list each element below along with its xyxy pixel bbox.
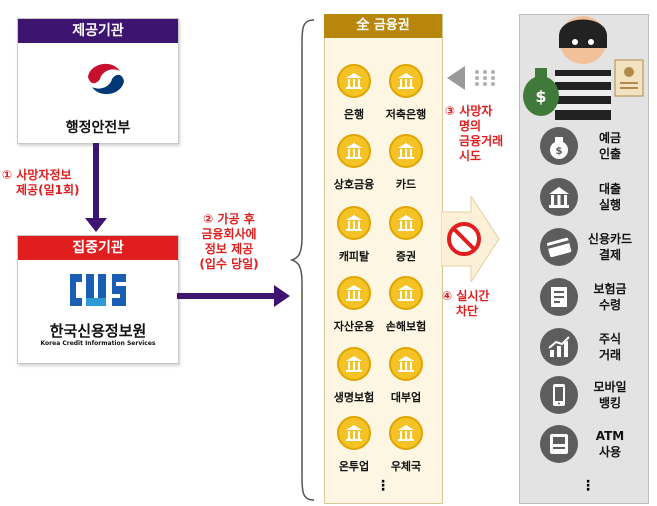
activity-label-line: 뱅킹 [598, 396, 622, 410]
bank-coin-icon [337, 206, 371, 240]
credit-card-icon [540, 228, 578, 266]
bank-coin-icon [337, 416, 371, 450]
institution-label: 자산운용 [333, 320, 375, 333]
arrow-central-to-financial [177, 293, 277, 299]
step3-text: ③ 사망자 명의 금융거래 시도 [445, 104, 503, 164]
step1-text: ① 사망자정보 제공(일1회) [2, 168, 79, 198]
activity-label-line: ATM [595, 429, 625, 443]
activity-label: ATM 사용 [582, 428, 638, 460]
institution-label: 은행 [343, 108, 365, 121]
mobile-banking-icon [540, 376, 578, 414]
atm-icon [540, 425, 578, 463]
activity-label-line: 실행 [598, 198, 622, 212]
svg-text:$: $ [535, 87, 546, 106]
activity-label-line: 주식 [598, 332, 622, 346]
step1-line1: ① 사망자정보 [2, 168, 72, 182]
stock-chart-icon [540, 328, 578, 366]
attempt-arrow-left [447, 66, 495, 90]
step3-line1: ③ 사망자 [445, 104, 493, 118]
brace [290, 19, 315, 501]
activities-more-ellipsis: ⋮ [581, 478, 595, 494]
svg-text:$: $ [556, 146, 563, 157]
bank-coin-icon [389, 347, 423, 381]
thief-icon: $ [523, 16, 644, 120]
financial-more-ellipsis: ⋮ [376, 478, 390, 494]
arrow-provider-to-central [93, 143, 99, 223]
step4-line1: ④ 실시간 [442, 289, 490, 303]
institution-label: 대부업 [390, 391, 422, 404]
central-name: 한국신용정보원 [49, 322, 147, 340]
central-box: 집중기관 한국신용정보원 Korea Credit Information Se… [17, 235, 179, 364]
activity-label-line: 결제 [598, 248, 622, 262]
central-subname: Korea Credit Information Services [40, 340, 156, 347]
step2-line2: 금융회사에 [201, 227, 257, 241]
institution-label: 상호금융 [333, 178, 375, 191]
provider-name: 행정안전부 [65, 120, 131, 136]
bank-coin-icon [337, 347, 371, 381]
provider-header: 제공기관 [18, 19, 178, 43]
institution-label: 생명보험 [333, 391, 375, 404]
activity-label-line: 인출 [598, 147, 622, 161]
bank-coin-icon [337, 276, 371, 310]
bank-coin-icon [337, 64, 371, 98]
bank-coin-icon [389, 416, 423, 450]
prohibit-icon [447, 222, 481, 256]
activity-label-line: 거래 [598, 348, 622, 362]
bank-coin-icon [389, 134, 423, 168]
institution-label: 캐피탈 [338, 250, 370, 263]
institution-label: 저축은행 [385, 108, 427, 121]
activity-label-line: 신용카드 [587, 232, 633, 246]
government-emblem-icon [84, 57, 128, 101]
institution-label: 손해보험 [385, 320, 427, 333]
bank-coin-icon [389, 64, 423, 98]
insurance-document-icon [540, 278, 578, 316]
step1-line2: 제공(일1회) [16, 183, 80, 197]
step2-line4: (입수 당일) [199, 257, 259, 271]
step4-text: ④ 실시간 차단 [442, 289, 489, 319]
institution-label: 온투업 [338, 460, 370, 473]
activity-label-line: 대출 [598, 182, 622, 196]
step3-line4: 시도 [459, 149, 482, 163]
arrow-head-right [274, 285, 290, 307]
step2-text: ② 가공 후 금융회사에 정보 제공 (입수 당일) [186, 212, 272, 272]
activity-label-line: 예금 [598, 131, 622, 145]
step3-line3: 금융거래 [459, 134, 504, 148]
step2-line3: 정보 제공 [204, 242, 254, 256]
money-bag-icon: $ [540, 127, 578, 165]
kcis-logo-icon [70, 274, 126, 306]
institution-label: 카드 [395, 178, 417, 191]
institution-label: 우체국 [390, 460, 422, 473]
step3-line2: 명의 [459, 119, 482, 133]
institution-label: 증권 [395, 250, 417, 263]
activity-label-line: 사용 [598, 445, 622, 459]
step2-line1: ② 가공 후 [203, 212, 255, 226]
step4-line2: 차단 [456, 304, 479, 318]
activity-label-line: 모바일 [593, 380, 627, 394]
arrow-head-down [85, 218, 107, 232]
central-header: 집중기관 [18, 236, 178, 260]
bank-coin-icon [337, 134, 371, 168]
activity-label-line: 수령 [598, 298, 622, 312]
bank-icon [540, 178, 578, 216]
activity-label-line: 보험금 [593, 282, 627, 296]
financial-header: 全 금융권 [324, 14, 442, 38]
bank-coin-icon [389, 276, 423, 310]
provider-box: 제공기관 행정안전부 [17, 18, 179, 144]
bank-coin-icon [389, 206, 423, 240]
